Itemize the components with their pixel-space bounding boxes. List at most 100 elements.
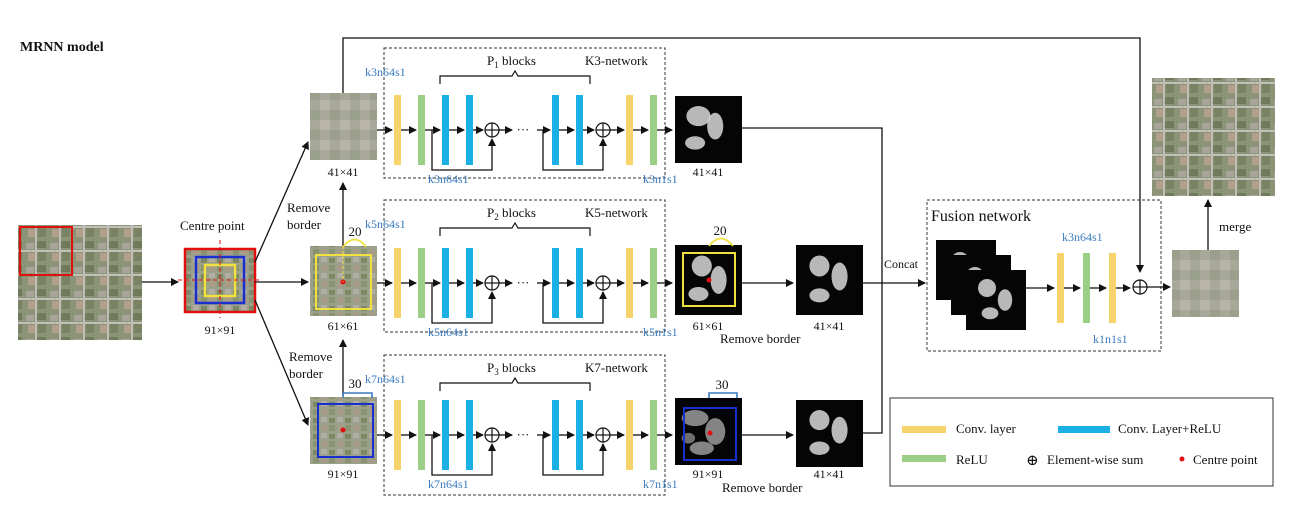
branch-3-input-size: 91×91 xyxy=(328,467,359,481)
branch-2-border-label: 20 xyxy=(349,224,362,239)
branch-2-conv-bar-2 xyxy=(626,248,633,318)
branch-2-input-size: 61×61 xyxy=(328,319,359,333)
branch-3-to-concat xyxy=(863,283,883,434)
remove-border-label-2a: Remove xyxy=(289,349,333,364)
branch-1-output-size: 41×41 xyxy=(693,165,724,179)
branch-1-to-concat xyxy=(742,127,883,283)
branch-2-output-size: 61×61 xyxy=(693,319,724,333)
branch-1-cr-bar-4 xyxy=(576,95,583,165)
branch-2-network-frame xyxy=(383,199,666,333)
fusion-conv-bar-2 xyxy=(1109,253,1116,323)
branch-1-ellipsis: ··· xyxy=(517,122,530,137)
final-output-image xyxy=(1152,78,1275,196)
legend-conv-label: Conv. layer xyxy=(956,421,1016,436)
branch-2-cr-bar-3 xyxy=(552,248,559,318)
branch-2-conv-bar-1 xyxy=(394,248,401,318)
branch-2-top-conv-label: k5n64s1 xyxy=(365,217,406,231)
branch-2-res-skip-2 xyxy=(542,283,607,324)
branch-3-conv-bar-2 xyxy=(626,400,633,470)
branch-2-ellipsis: ··· xyxy=(517,275,530,290)
branch-3-brace xyxy=(439,376,591,391)
branch-3-ellipsis: ··· xyxy=(517,427,530,442)
branch-2-output-centre xyxy=(706,277,712,283)
branch-3-sum-2 xyxy=(595,427,611,443)
branch-2-cr-bar-2 xyxy=(466,248,473,318)
fusion-map-3 xyxy=(966,270,1026,330)
branch-3-res-conv-label: k7n64s1 xyxy=(428,477,469,491)
branch-1-top-conv-label: k3n64s1 xyxy=(365,65,406,79)
merged-lowres-image xyxy=(1172,250,1239,317)
branch-2-brace xyxy=(439,221,591,236)
branch-3-cropped-size: 41×41 xyxy=(814,467,845,481)
branch-1-conv-bar-1 xyxy=(394,95,401,165)
branch-3-network-name: K7-network xyxy=(585,360,648,375)
branch-3-conv-bar-1 xyxy=(394,400,401,470)
branch-2-yellow-box xyxy=(315,254,372,310)
branch-3-cr-bar-1 xyxy=(442,400,449,470)
branch-1-input-image xyxy=(310,93,377,160)
branch-2-output-yellow-box xyxy=(682,252,736,307)
branch-3-out-conv-label: k7n1s1 xyxy=(643,477,678,491)
branch-3-sum-1 xyxy=(484,427,500,443)
branch-2-cropped-size: 41×41 xyxy=(814,319,845,333)
branch-3-network-frame xyxy=(383,354,666,496)
branch-3-relu-bar-2 xyxy=(650,400,657,470)
branch-2-sum-2 xyxy=(595,275,611,291)
fusion-title: Fusion network xyxy=(931,208,1031,225)
centre-point-label: Centre point xyxy=(180,218,245,233)
diagram-title: MRNN model xyxy=(20,40,104,55)
branch-3-remove-border: Remove border xyxy=(722,480,803,495)
branch-2-res-conv-label: k5n64s1 xyxy=(428,325,469,339)
input-red-box xyxy=(19,226,73,276)
branch-1-sum-1 xyxy=(484,122,500,138)
branch-3-cr-bar-3 xyxy=(552,400,559,470)
branch-2-relu-bar-2 xyxy=(650,248,657,318)
branch-3-cr-bar-4 xyxy=(576,400,583,470)
legend-centre-label: Centre point xyxy=(1193,452,1258,467)
branch-2-remove-border: Remove border xyxy=(720,331,801,346)
fusion-bottom-label: k1n1s1 xyxy=(1093,332,1128,346)
fusion-top-label: k3n64s1 xyxy=(1062,230,1103,244)
branch-3-blocks-label: P3 blocks xyxy=(487,360,536,377)
branch-3-res-skip-2 xyxy=(542,435,607,476)
input-size-label: 91×91 xyxy=(205,323,236,337)
legend-centre-dot xyxy=(1179,456,1185,462)
legend-box xyxy=(889,397,1274,487)
branch-1-input-size: 41×41 xyxy=(328,165,359,179)
branch-2-network-name: K5-network xyxy=(585,205,648,220)
remove-border-label-1b: border xyxy=(287,217,322,232)
branch-3-output-arc xyxy=(708,392,738,398)
branch-1-cr-bar-3 xyxy=(552,95,559,165)
branch-1-res-skip-1 xyxy=(431,130,496,171)
input-image xyxy=(18,225,142,340)
merge-sum xyxy=(1132,279,1148,295)
branch-3-top-conv-label: k7n64s1 xyxy=(365,372,406,386)
branch-1-cr-bar-2 xyxy=(466,95,473,165)
legend-convrelu-swatch xyxy=(1058,426,1110,433)
branch-1-brace xyxy=(439,69,591,84)
branch-1-network-frame xyxy=(383,47,666,179)
arrow-to-branch-3 xyxy=(254,299,309,426)
branch-1-blocks-label: P1 blocks xyxy=(487,53,536,70)
fusion-conv-bar-1 xyxy=(1057,253,1064,323)
merge-label: merge xyxy=(1219,219,1251,234)
legend-relu-label: ReLU xyxy=(956,452,988,467)
branch-2-output-arc xyxy=(708,237,734,247)
branch-2-relu-bar-1 xyxy=(418,248,425,318)
branch-3-centre-dot xyxy=(340,427,346,433)
branch-2-cropped xyxy=(796,245,863,315)
branch-2-out-conv-label: k5n1s1 xyxy=(643,325,678,339)
branch-2-border-arc xyxy=(342,238,367,248)
legend-convrelu-label: Conv. Layer+ReLU xyxy=(1118,421,1222,436)
branch-3-res-skip-1 xyxy=(431,435,496,476)
remove-border-label-1a: Remove xyxy=(287,200,331,215)
branch-2-output-border-label: 20 xyxy=(714,223,727,238)
arrow-to-branch-1 xyxy=(254,141,309,263)
fusion-frame xyxy=(926,199,1162,352)
branch-1-out-conv-label: k3n1s1 xyxy=(643,172,678,186)
branch-1-res-conv-label: k3n64s1 xyxy=(428,172,469,186)
branch-3-cropped xyxy=(796,400,863,467)
branch-1-relu-bar-2 xyxy=(650,95,657,165)
branch-1-res-skip-2 xyxy=(542,130,607,171)
branch-1-output xyxy=(675,96,742,163)
